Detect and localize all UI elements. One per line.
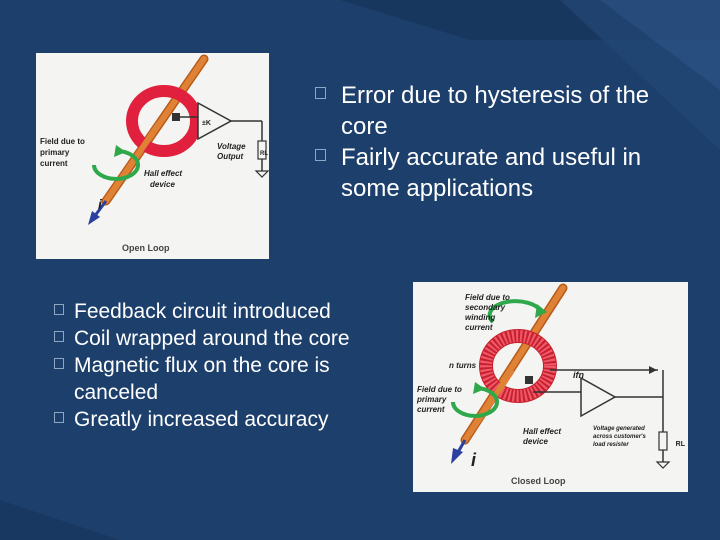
svg-text:ifn: ifn [573, 370, 584, 380]
svg-text:device: device [150, 180, 175, 189]
open-loop-diagram: ±K RL i Field due to primary current Vol… [36, 53, 269, 259]
svg-text:secondary: secondary [465, 303, 506, 312]
top-bullet-list: Error due to hysteresis of the core Fair… [315, 80, 695, 204]
svg-text:RL: RL [676, 441, 686, 448]
bullet-text: Coil wrapped around the core [74, 327, 350, 350]
svg-text:current: current [417, 405, 445, 414]
svg-text:i: i [471, 450, 477, 470]
bullet-box-icon [54, 331, 64, 342]
svg-text:primary: primary [416, 395, 447, 404]
bullet-box-icon [54, 412, 64, 423]
bullet-box-icon [54, 304, 64, 315]
svg-text:Open Loop: Open Loop [122, 243, 170, 253]
svg-text:±K: ±K [202, 120, 211, 127]
bullet-item: Fairly accurate and useful in some appli… [315, 142, 695, 204]
bullet-text: Fairly accurate and useful in some appli… [341, 144, 642, 202]
bottom-bullet-list: Feedback circuit introduced Coil wrapped… [54, 298, 404, 433]
closed-loop-diagram: RL i Field due to secondary winding curr… [413, 282, 688, 492]
bullet-item: Magnetic flux on the core is canceled [54, 352, 404, 406]
svg-text:Field due to: Field due to [417, 385, 462, 394]
svg-text:winding: winding [465, 313, 495, 322]
svg-text:load resister: load resister [593, 442, 629, 448]
svg-text:Closed Loop: Closed Loop [511, 476, 566, 486]
bullet-text: Feedback circuit introduced [74, 300, 331, 323]
svg-text:Voltage: Voltage [217, 142, 246, 151]
svg-text:Output: Output [217, 152, 244, 161]
bullet-box-icon [54, 358, 64, 369]
svg-text:Field due to: Field due to [40, 137, 85, 146]
bullet-item: Coil wrapped around the core [54, 325, 404, 352]
svg-text:Field due to: Field due to [465, 293, 510, 302]
svg-text:Voltage generated: Voltage generated [593, 426, 645, 432]
bullet-box-icon [315, 149, 326, 161]
svg-text:primary: primary [40, 148, 70, 157]
bullet-item: Greatly increased accuracy [54, 406, 404, 433]
svg-text:current: current [40, 159, 68, 168]
svg-text:current: current [465, 323, 493, 332]
bullet-text: Error due to hysteresis of the core [341, 82, 650, 140]
bullet-item: Error due to hysteresis of the core [315, 80, 695, 142]
svg-text:RL: RL [260, 151, 268, 157]
svg-text:i: i [98, 196, 103, 212]
svg-text:n turns: n turns [449, 361, 477, 370]
svg-text:across customer's: across customer's [593, 434, 646, 440]
bullet-text: Greatly increased accuracy [74, 408, 329, 431]
bullet-item: Feedback circuit introduced [54, 298, 404, 325]
bullet-text: Magnetic flux on the core is canceled [74, 354, 330, 404]
svg-text:device: device [523, 437, 548, 446]
bullet-box-icon [315, 87, 326, 99]
svg-text:Hall effect: Hall effect [144, 169, 182, 178]
svg-text:Hall effect: Hall effect [523, 427, 561, 436]
